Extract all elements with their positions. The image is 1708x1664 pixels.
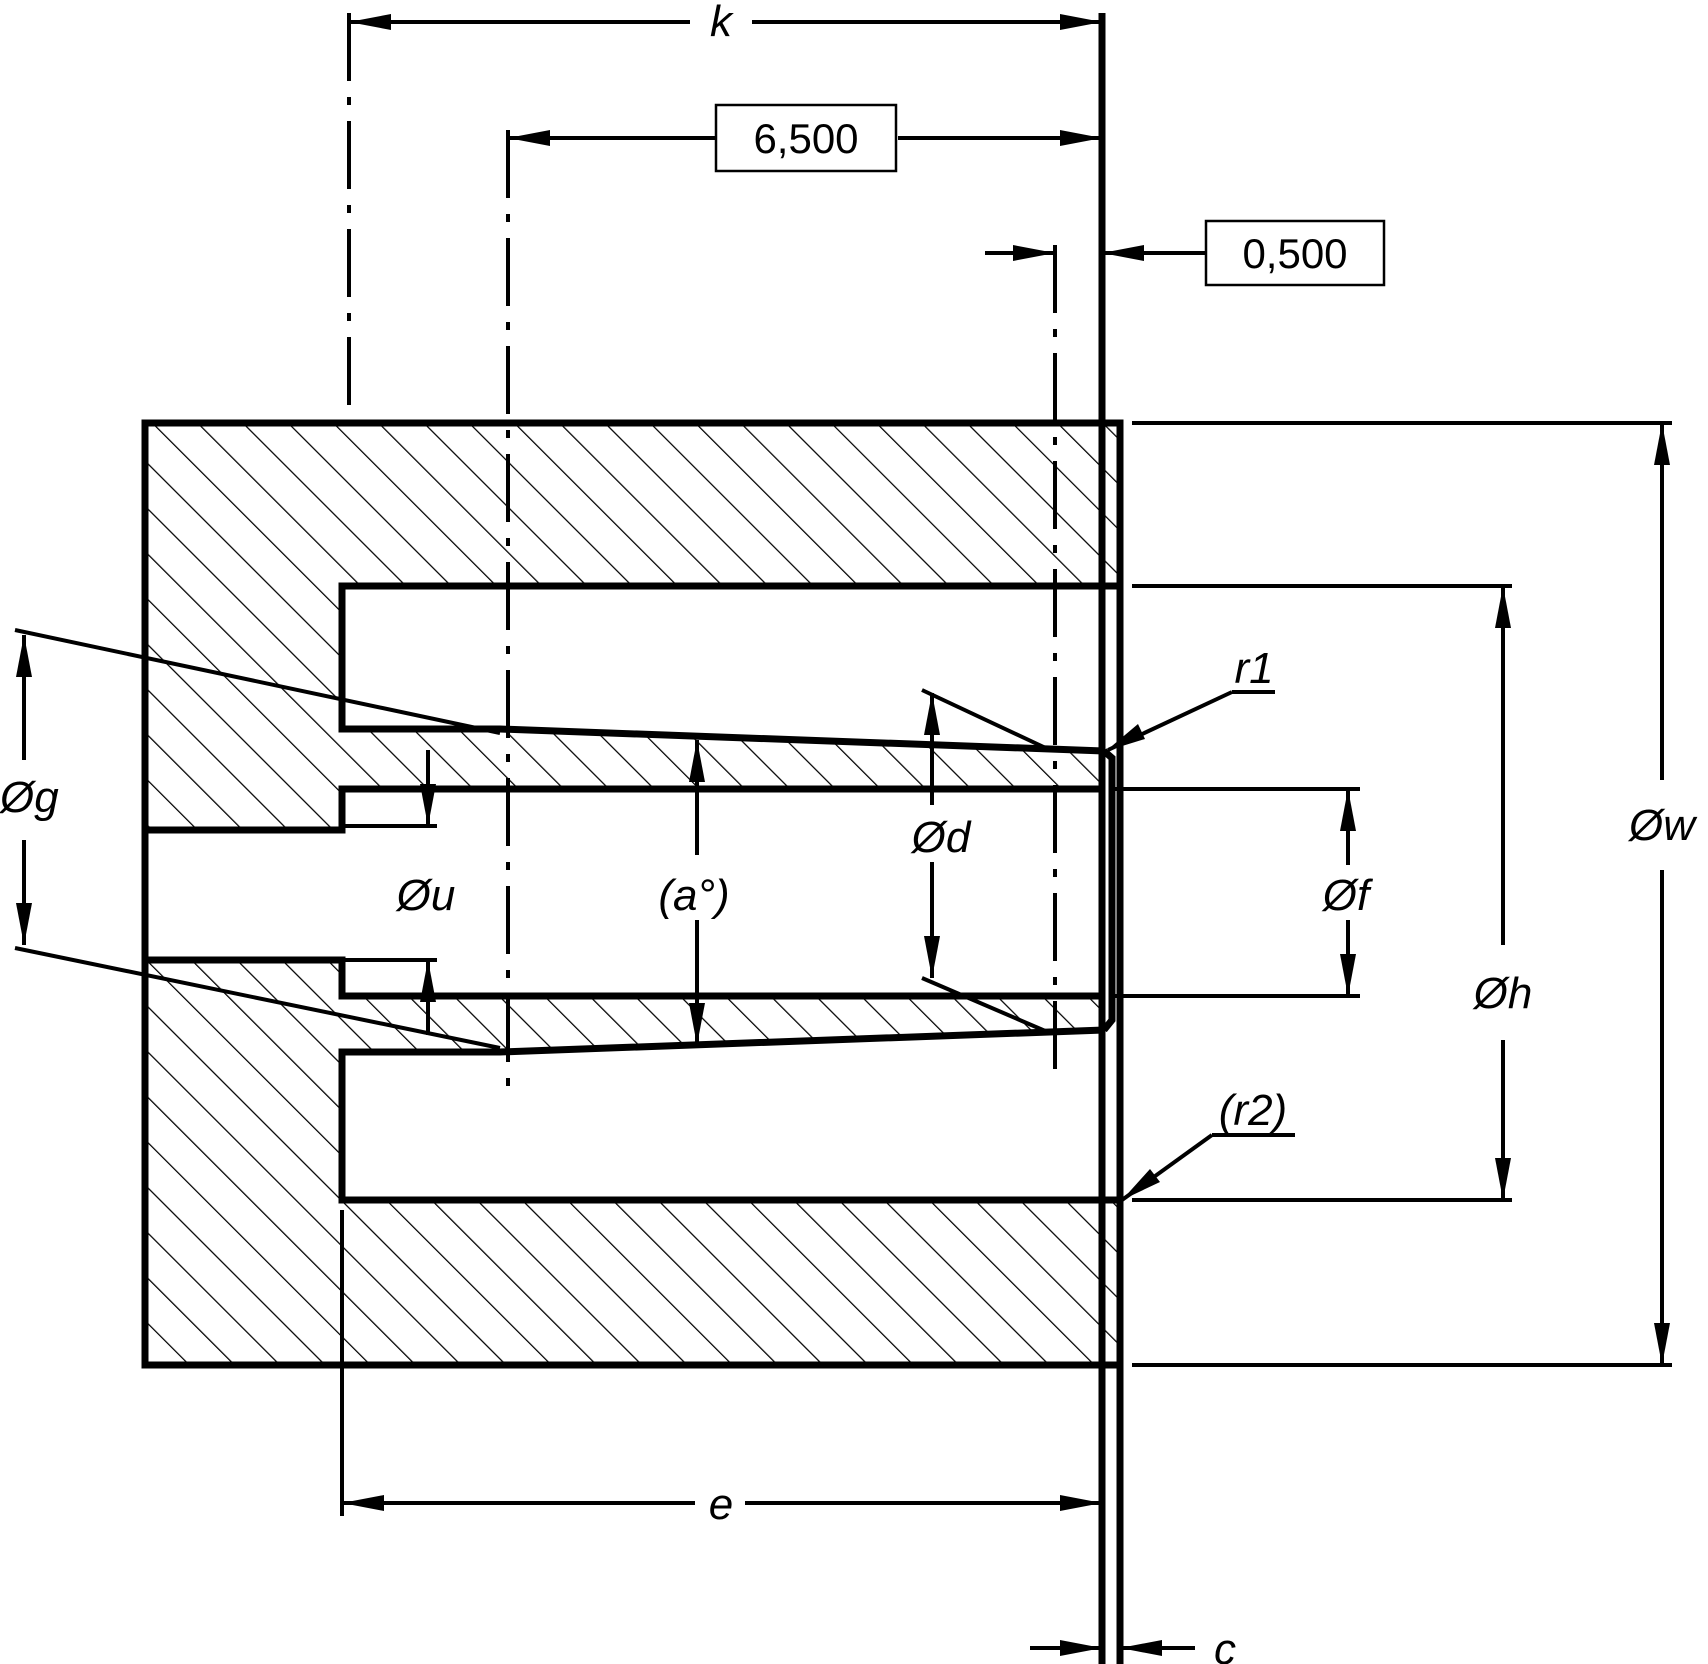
label-d: Ød (910, 813, 972, 862)
label-k: k (710, 0, 734, 46)
hatched-body (145, 423, 1120, 1365)
label-w: Øw (1627, 801, 1698, 850)
label-c: c (1214, 1625, 1236, 1664)
label-e: e (709, 1480, 733, 1529)
section-outline (141, 13, 1124, 1664)
label-f: Øf (1321, 871, 1374, 920)
label-a: (a°) (658, 871, 729, 920)
label-g: Øg (0, 773, 59, 822)
label-r2: (r2) (1219, 1086, 1287, 1135)
box-0500 (1204, 219, 1386, 287)
label-r1: r1 (1234, 644, 1273, 693)
label-6500: 6,500 (753, 115, 858, 162)
dimension-lines (14, 14, 1672, 1656)
label-0500: 0,500 (1242, 230, 1347, 277)
center-lines (347, 13, 1057, 1090)
box-6500 (714, 103, 898, 173)
label-u: Øu (395, 871, 456, 920)
label-h: Øh (1472, 969, 1533, 1018)
